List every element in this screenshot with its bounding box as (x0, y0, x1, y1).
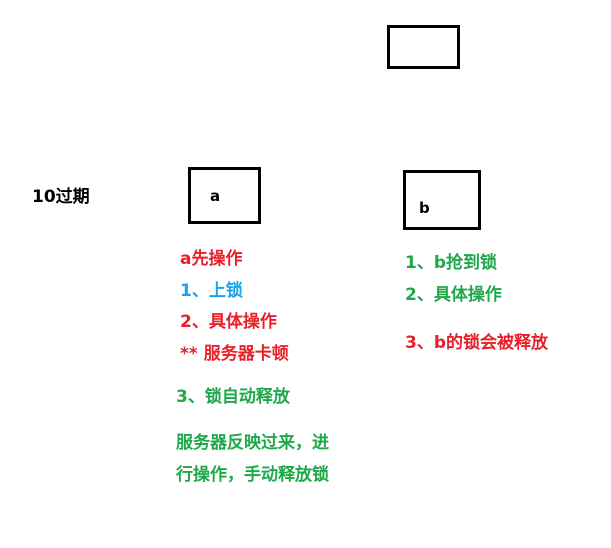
a-note: ** 服务器卡顿 (180, 344, 289, 364)
box-a (188, 167, 261, 224)
b-step-1: 1、b抢到锁 (405, 253, 497, 273)
a-step-1: 1、上锁 (180, 281, 243, 301)
box-b (403, 170, 481, 230)
a-step-3: 3、锁自动释放 (176, 387, 290, 407)
box-a-label: a (210, 187, 221, 205)
a-followup-line-2: 行操作，手动释放锁 (176, 465, 329, 485)
a-step-2: 2、具体操作 (180, 312, 277, 332)
b-step-2: 2、具体操作 (405, 285, 502, 305)
a-followup-line-1: 服务器反映过来，进 (176, 433, 329, 453)
top-box (387, 25, 460, 69)
b-step-3: 3、b的锁会被释放 (405, 333, 548, 353)
a-header: a先操作 (180, 249, 243, 269)
expiry-label: 10过期 (32, 187, 90, 207)
box-b-label: b (419, 199, 430, 217)
